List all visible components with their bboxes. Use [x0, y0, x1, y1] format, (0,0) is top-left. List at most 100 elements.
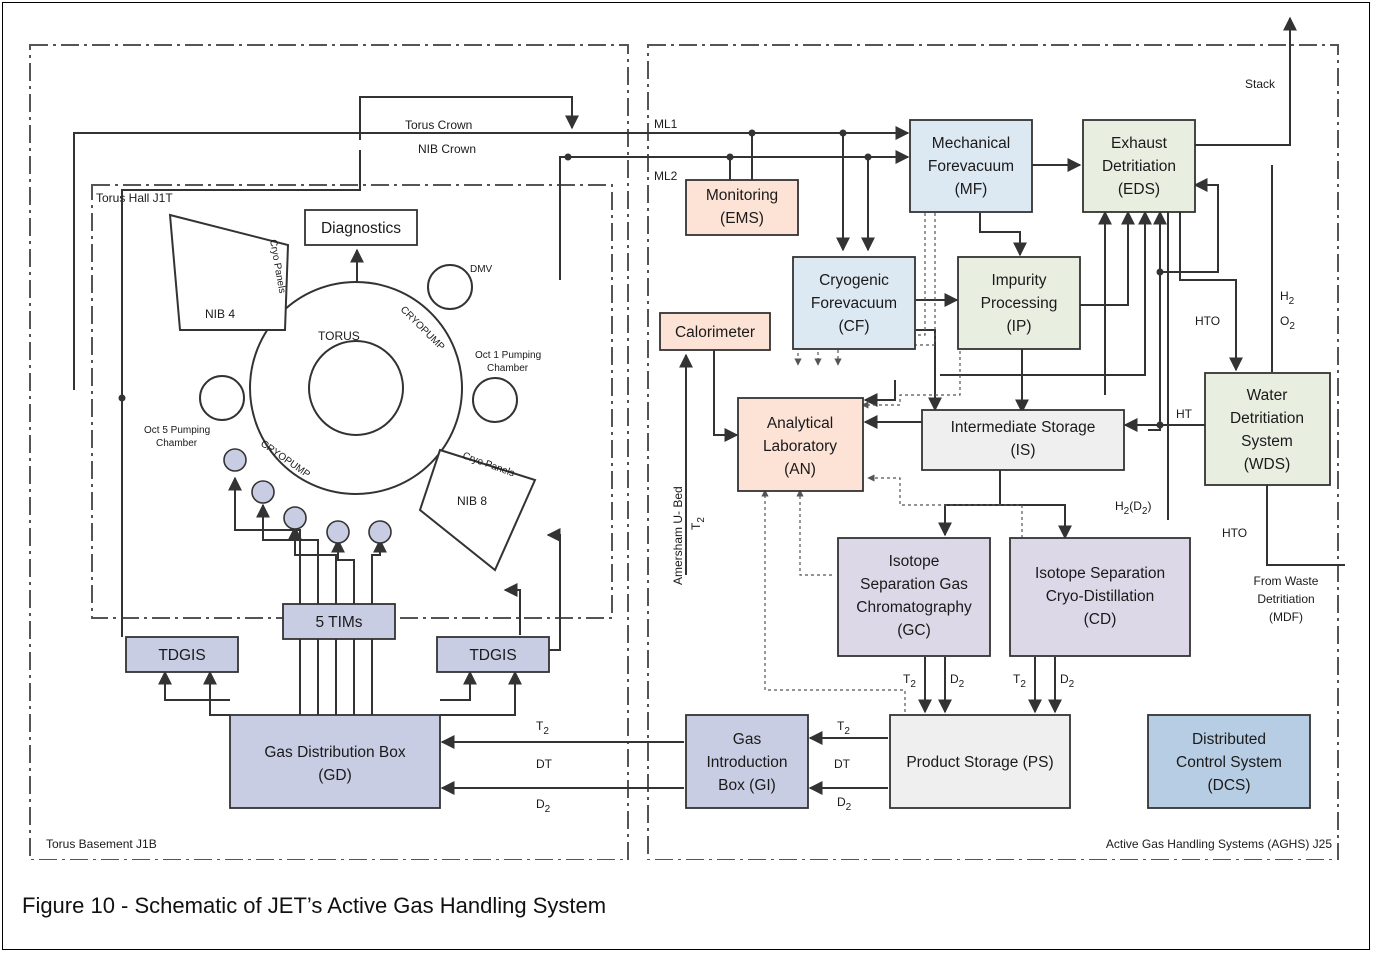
eds-box	[1082, 119, 1196, 213]
aghs-schematic: Torus Basement J1B Torus Hall J1T Active…	[29, 16, 1345, 860]
diagnostics-label: Diagnostics	[321, 220, 401, 237]
gc-label-2: Separation Gas	[860, 576, 968, 593]
ip-box	[957, 256, 1081, 350]
label-ml1: ML1	[654, 117, 678, 131]
label-dmv: DMV	[470, 264, 493, 275]
wds-label-2: Detritiation	[1230, 410, 1304, 427]
wds-label-4: (WDS)	[1244, 456, 1291, 473]
mf-label-2: Forevacuum	[928, 158, 1014, 175]
nib4-shape	[168, 213, 290, 331]
calorimeter-label: Calorimeter	[675, 324, 755, 341]
gc-label-3: Chromatography	[856, 599, 972, 616]
label-oct1-1: Oct 1 Pumping	[475, 350, 541, 361]
an-label-2: Laboratory	[763, 438, 837, 455]
cd-label-3: (CD)	[1084, 611, 1117, 628]
eds-label-2: Detritiation	[1102, 158, 1176, 175]
label-nib4: NIB 4	[205, 307, 235, 321]
line-crown-loop	[359, 96, 579, 140]
gi-label-2: Introduction	[707, 754, 788, 771]
label-aghs: Active Gas Handling Systems (AGHS) J25	[1106, 837, 1332, 851]
is-box	[921, 409, 1125, 471]
gc-label-1: Isotope	[889, 553, 940, 570]
flow-h2: H2	[1280, 289, 1295, 307]
mf-box	[909, 119, 1033, 213]
flow-cd-d2: D2	[1060, 672, 1075, 690]
flow-gc-t2: T2	[903, 672, 916, 690]
cf-label-3: (CF)	[839, 318, 870, 335]
cd-box	[1009, 537, 1191, 657]
is-label-1: Intermediate Storage	[951, 419, 1096, 436]
tdgis-left-box	[125, 636, 239, 673]
tdgis-left-label: TDGIS	[158, 647, 205, 664]
label-amersham-t2: T2	[689, 517, 707, 530]
torus-inner	[308, 340, 404, 436]
flow-gd-dt: DT	[536, 757, 553, 771]
tdgis-right-label: TDGIS	[469, 647, 516, 664]
from-waste-1: From Waste	[1254, 574, 1319, 588]
line-ml1	[73, 126, 910, 390]
wds-label-3: System	[1241, 433, 1293, 450]
mf-label-1: Mechanical	[932, 135, 1010, 152]
cf-box	[792, 256, 916, 350]
cd-label-1: Isotope Separation	[1035, 565, 1165, 582]
gi-label-3: Box (GI)	[718, 777, 776, 794]
figure-caption: Figure 10 - Schematic of JET’s Active Ga…	[22, 893, 607, 918]
mf-label-3: (MF)	[955, 181, 988, 198]
label-torus: TORUS	[318, 329, 360, 343]
gi-box	[685, 714, 809, 809]
ip-label-3: (IP)	[1007, 318, 1032, 335]
label-ml2: ML2	[654, 169, 678, 183]
flow-gd-d2: D2	[536, 797, 551, 815]
oct5-chamber	[199, 375, 245, 421]
label-hall: Torus Hall J1T	[96, 191, 173, 205]
ems-box	[685, 179, 799, 236]
line-stack	[1190, 16, 1297, 146]
flow-cd-t2: T2	[1013, 672, 1026, 690]
flow-gc-d2: D2	[950, 672, 965, 690]
eds-label-1: Exhaust	[1111, 135, 1168, 152]
an-label-3: (AN)	[784, 461, 816, 478]
wds-label-1: Water	[1247, 387, 1288, 404]
ip-label-1: Impurity	[991, 272, 1046, 289]
label-basement: Torus Basement J1B	[46, 837, 157, 851]
cf-label-1: Cryogenic	[819, 272, 889, 289]
oct1-chamber	[472, 377, 518, 423]
flow-h2d2: H2(D2)	[1115, 499, 1151, 517]
ps-label: Product Storage (PS)	[906, 754, 1053, 771]
label-nib-crown: NIB Crown	[418, 142, 476, 156]
from-waste-2: Detritiation	[1257, 592, 1314, 606]
wds-box	[1204, 372, 1331, 486]
an-label-1: Analytical	[767, 415, 833, 432]
label-oct1-2: Chamber	[487, 363, 529, 374]
calorimeter-box	[659, 312, 771, 351]
flow-ht: HT	[1176, 407, 1193, 421]
flow-o2: O2	[1280, 314, 1295, 332]
ps-box	[889, 714, 1071, 809]
ip-label-2: Processing	[981, 295, 1058, 312]
is-label-2: (IS)	[1011, 442, 1036, 459]
flow-hto-bottom: HTO	[1222, 526, 1247, 540]
an-box	[737, 397, 864, 492]
label-amersham: Amersham U- Bed	[671, 486, 685, 585]
label-oct5-2: Chamber	[156, 438, 198, 449]
region-aghs	[647, 44, 1339, 860]
gd-label-1: Gas Distribution Box	[264, 744, 406, 761]
gd-label-2: (GD)	[318, 767, 352, 784]
dmv-circle	[427, 264, 473, 310]
dcs-box	[1147, 714, 1311, 809]
label-stack: Stack	[1245, 77, 1276, 91]
flow-gi-t2: T2	[837, 719, 850, 737]
dcs-label-3: (DCS)	[1207, 777, 1250, 794]
cd-label-2: Cryo-Distillation	[1046, 588, 1155, 605]
gi-label-1: Gas	[733, 731, 762, 748]
tdgis-right-box	[436, 636, 550, 673]
eds-label-3: (EDS)	[1118, 181, 1160, 198]
cf-label-2: Forevacuum	[811, 295, 897, 312]
label-torus-crown: Torus Crown	[405, 118, 472, 132]
line-crown-left	[121, 150, 361, 590]
flow-gi-dt: DT	[834, 757, 851, 771]
gc-label-4: (GC)	[897, 622, 931, 639]
dcs-label-1: Distributed	[1192, 731, 1266, 748]
gd-box	[229, 714, 441, 809]
